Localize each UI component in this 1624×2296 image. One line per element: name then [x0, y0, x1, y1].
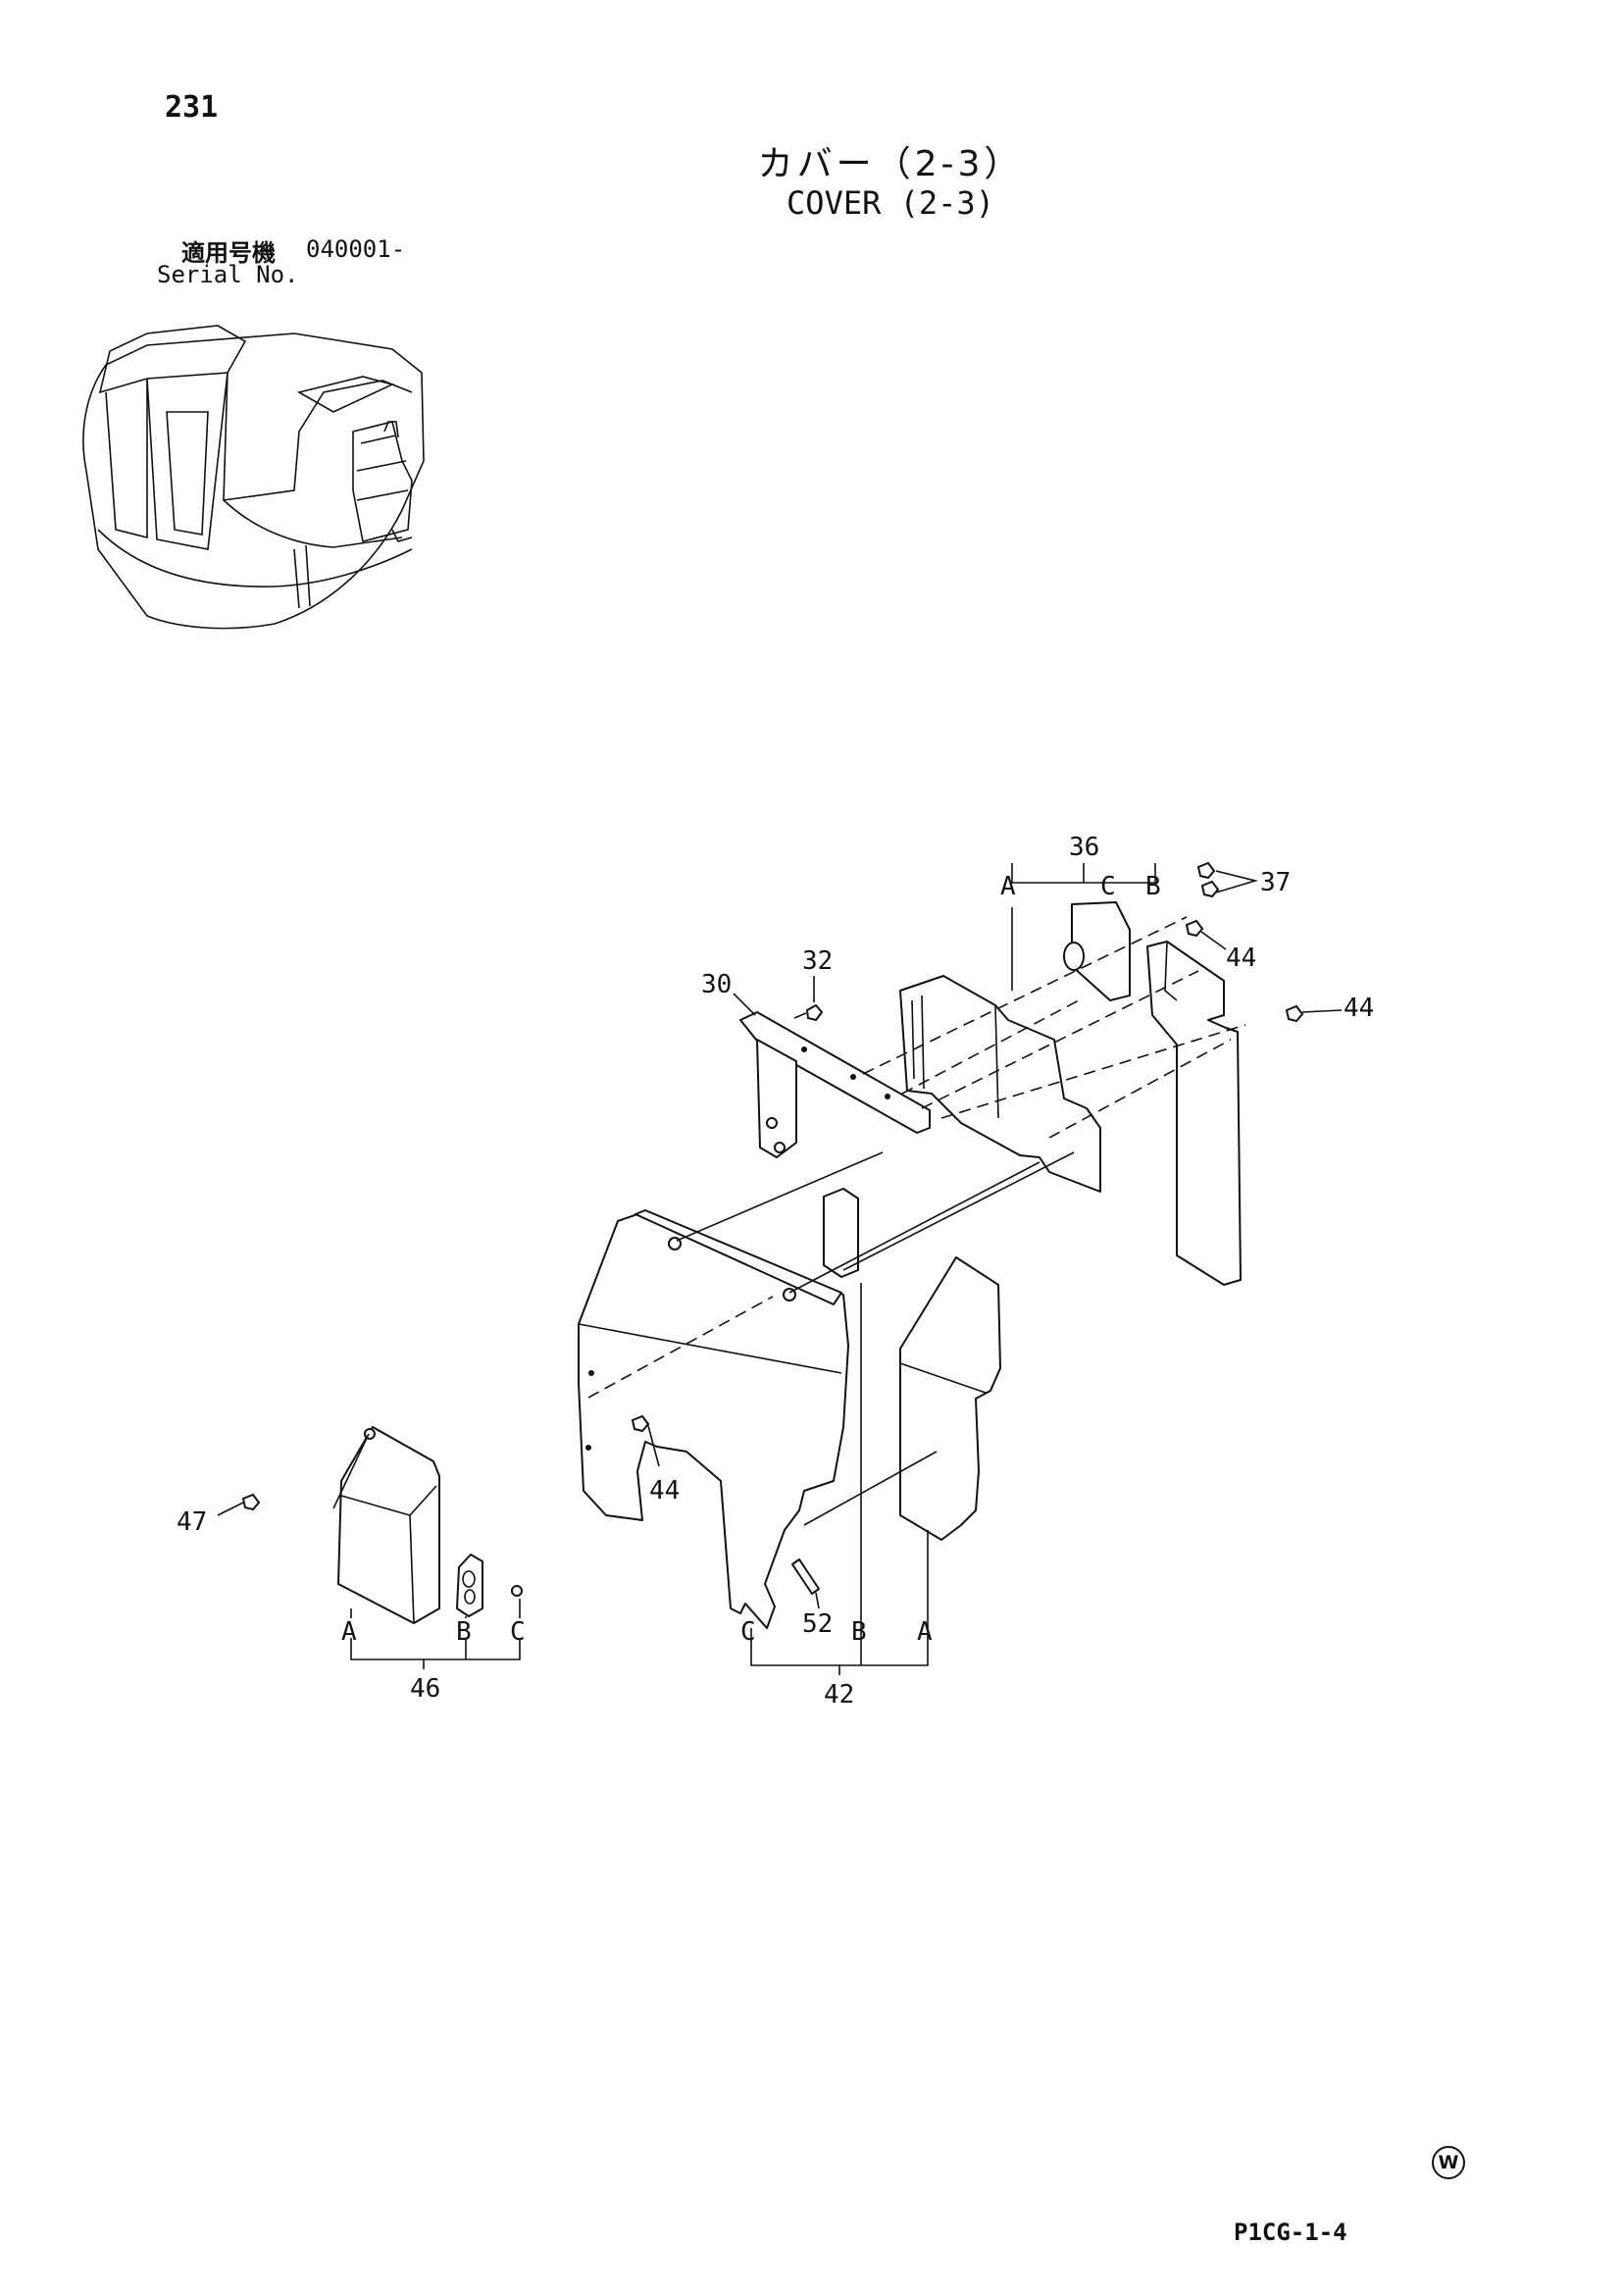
- callout-42: 42: [824, 1680, 854, 1709]
- page-number: 231: [165, 90, 219, 125]
- part-42-cover-main: [578, 1209, 849, 1629]
- assembly-dashed-lines: [332, 916, 1246, 1526]
- w-circle-mark: W: [1432, 2146, 1465, 2179]
- callout-52: 52: [802, 1609, 833, 1639]
- serial-number-value: 040001-: [306, 235, 406, 263]
- part-42-side-panel: [899, 1256, 1001, 1541]
- footer-code: P1CG-1-4: [1234, 2219, 1347, 2246]
- letter-36-a: A: [1000, 872, 1016, 901]
- serial-label-japanese: 適用号機: [181, 239, 276, 267]
- callout-44-upper: 44: [1226, 944, 1256, 973]
- callout-44-right: 44: [1344, 994, 1374, 1023]
- callout-47: 47: [177, 1507, 207, 1537]
- bolt-32: [793, 1003, 824, 1022]
- letter-42-b: B: [851, 1617, 867, 1647]
- part-46-box-cover: [337, 1426, 523, 1624]
- part-36-panel-c: [1063, 901, 1131, 1001]
- callout-36: 36: [1069, 833, 1099, 862]
- leader-lines: [217, 870, 1343, 1675]
- letter-36-c: C: [1100, 872, 1116, 901]
- bolt-47: [241, 1493, 261, 1511]
- callout-46: 46: [410, 1674, 440, 1704]
- letter-42-c: C: [740, 1617, 756, 1647]
- letter-46-b: B: [456, 1617, 472, 1647]
- page-title-japanese: カバー（2-3）: [757, 144, 1024, 184]
- part-30-bracket: [739, 1011, 931, 1158]
- page-title-english: COVER (2-3): [787, 184, 994, 222]
- letter-42-a: A: [917, 1617, 933, 1647]
- part-36-bracket-lines: [1011, 863, 1156, 991]
- serial-label-english: Serial No.: [157, 261, 299, 288]
- letter-36-b: B: [1145, 872, 1161, 901]
- part-36-panel-b: [1146, 941, 1242, 1286]
- bolt-44-center: [631, 1414, 650, 1433]
- callout-44-center: 44: [649, 1476, 680, 1505]
- callout-37: 37: [1260, 868, 1291, 897]
- letter-46-c: C: [510, 1617, 526, 1647]
- part-52-strip: [791, 1558, 820, 1595]
- bolt-37-pair: [1196, 861, 1220, 898]
- bolt-44-upper: [1185, 919, 1204, 938]
- part-42-cover-strip: [823, 1188, 859, 1278]
- bolt-44-right: [1285, 1004, 1304, 1023]
- excavator-locator-sketch: [82, 325, 425, 630]
- callout-32: 32: [802, 946, 833, 976]
- callout-30: 30: [701, 970, 732, 999]
- letter-46-a: A: [341, 1617, 357, 1647]
